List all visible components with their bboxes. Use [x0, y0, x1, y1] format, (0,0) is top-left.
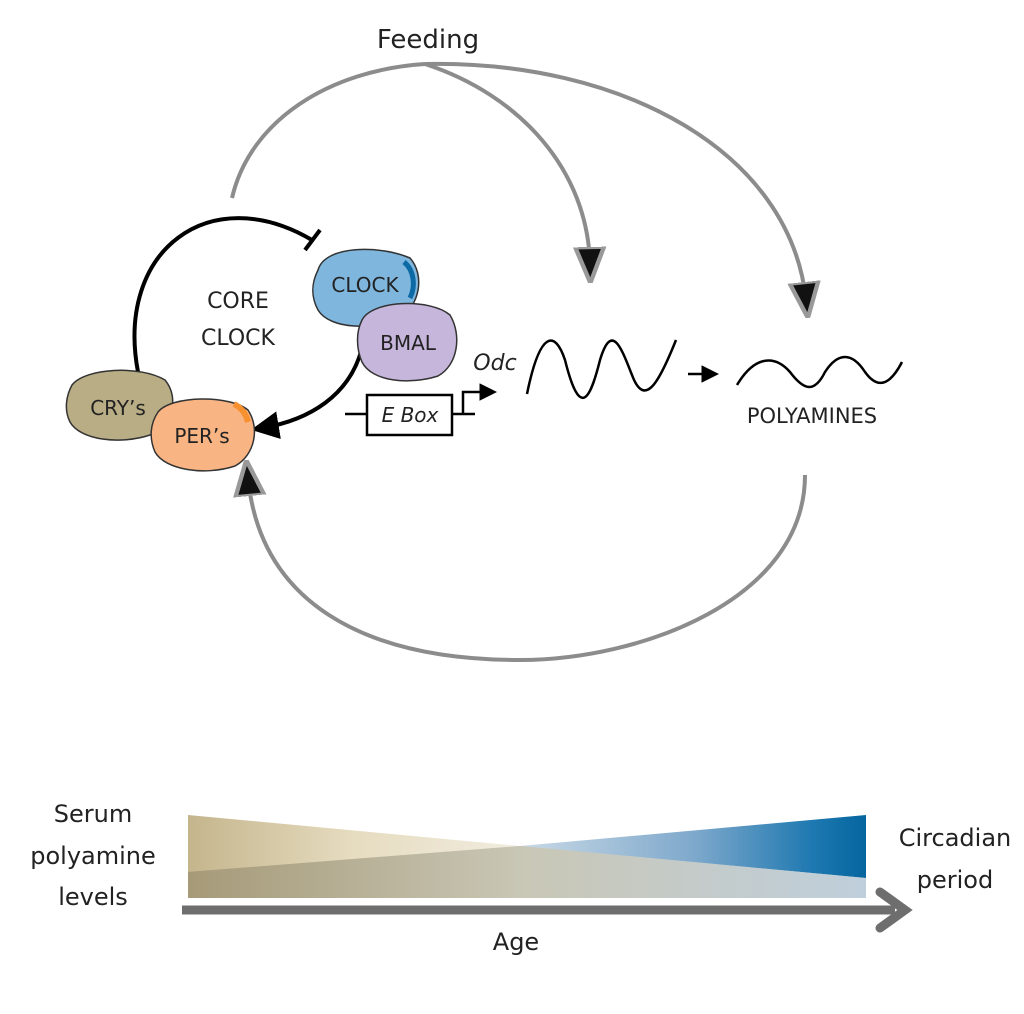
serum-label-line2: polyamine	[30, 842, 156, 870]
serum-label-line3: levels	[58, 883, 128, 911]
core-clock-label-line2: CLOCK	[201, 326, 276, 351]
feeding-label: Feeding	[377, 25, 479, 55]
circadian-period-wedge	[520, 815, 866, 878]
ebox-label: E Box	[382, 403, 439, 427]
serum-polyamine-wedge	[188, 815, 520, 872]
feeding-arrow-to-polyamines	[424, 61, 806, 300]
age-trend-bar	[182, 815, 913, 933]
polyamines-wave	[735, 355, 904, 389]
inhibition-arc	[132, 216, 314, 373]
serum-label-line1: Serum	[54, 800, 132, 828]
ebox	[365, 393, 454, 437]
core-clock-label-line1: CORE	[207, 289, 269, 314]
polyamines-feedback-arrow	[248, 475, 807, 663]
feeding-arc-to-core-clock	[230, 62, 426, 199]
lower-band	[188, 846, 866, 898]
activation-arrow-to-per	[250, 347, 364, 440]
feeding-arrow-to-odc	[424, 62, 590, 265]
protein-cry: CRY’s	[65, 369, 174, 441]
circadian-label-line1: Circadian	[899, 824, 1012, 852]
per-label: PER’s	[174, 424, 229, 448]
cry-label: CRY’s	[90, 396, 146, 420]
bmal-label: BMAL	[380, 331, 437, 355]
protein-bmal: BMAL	[356, 302, 458, 382]
clock-label: CLOCK	[331, 273, 399, 297]
age-axis-label: Age	[493, 928, 539, 956]
odc-mrna-wave	[525, 339, 678, 399]
circadian-label-line2: period	[917, 866, 993, 894]
inhibition-bar	[303, 228, 322, 252]
transcription-start-arrow	[461, 383, 497, 414]
age-axis-arrowhead	[875, 887, 913, 933]
odc-gene-label: Odc	[473, 351, 516, 376]
protein-per: PER’s	[150, 398, 256, 472]
polyamines-label: POLYAMINES	[747, 404, 877, 428]
